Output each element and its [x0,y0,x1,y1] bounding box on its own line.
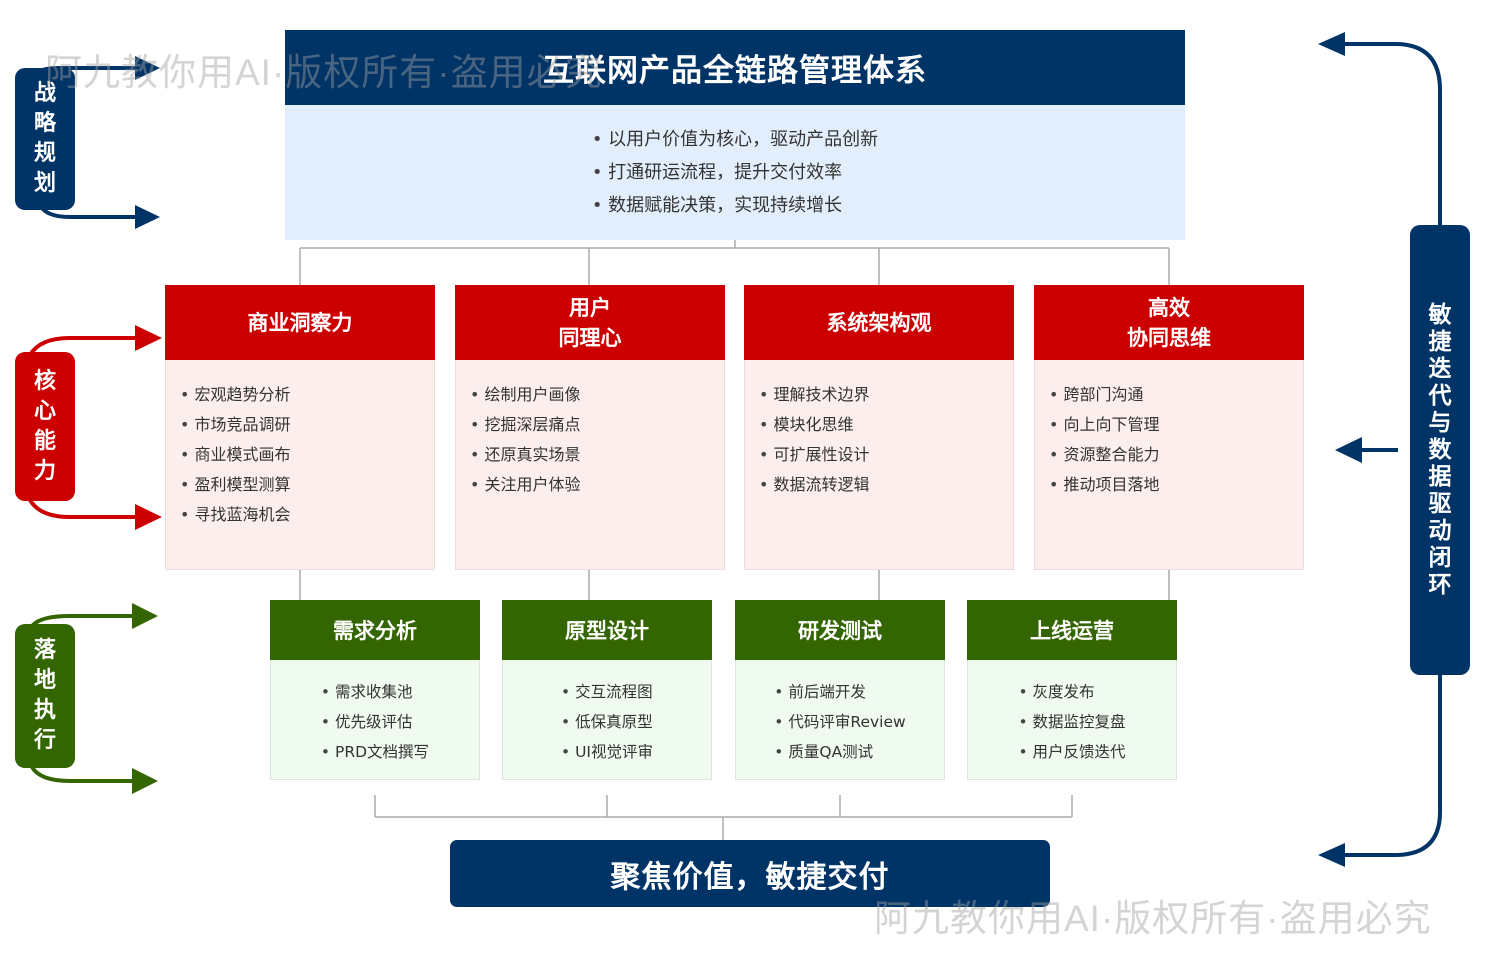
summary-point: 打通研运流程，提升交付效率 [592,156,878,189]
list-item: 需求收集池 [321,677,429,707]
list-item: 交互流程图 [561,677,653,707]
list-item: UI视觉评审 [561,737,653,767]
card-title: 研发测试 [735,600,945,660]
stage-card-requirements: 需求分析 需求收集池 优先级评估 PRD文档撰写 [270,600,480,780]
list-item: 市场竞品调研 [180,410,434,440]
list-item: 推动项目落地 [1049,470,1303,500]
capability-card-collaboration: 高效 协同思维 跨部门沟通 向上向下管理 资源整合能力 推动项目落地 [1034,285,1304,570]
capability-card-user-empathy: 用户 同理心 绘制用户画像 挖掘深层痛点 还原真实场景 关注用户体验 [455,285,725,570]
agile-loop-label: 敏捷迭代与数据驱动闭环 [1410,225,1470,675]
strategy-label: 战略规划 [15,68,75,210]
capability-card-architecture: 系统架构观 理解技术边界 模块化思维 可扩展性设计 数据流转逻辑 [744,285,1014,570]
page-title: 互联网产品全链路管理体系 [285,30,1185,105]
list-item: 商业模式画布 [180,440,434,470]
strategy-label-text: 战略规划 [33,81,56,196]
list-item: 前后端开发 [774,677,905,707]
agile-loop-label-text: 敏捷迭代与数据驱动闭环 [1428,301,1452,598]
list-item: 还原真实场景 [470,440,724,470]
list-item: 优先级评估 [321,707,429,737]
list-item: 跨部门沟通 [1049,380,1303,410]
summary-point: 数据赋能决策，实现持续增长 [592,189,878,222]
card-title: 用户 同理心 [455,285,725,360]
core-capability-label: 核心能力 [15,352,75,501]
list-item: 宏观趋势分析 [180,380,434,410]
card-title: 系统架构观 [744,285,1014,360]
card-title: 高效 协同思维 [1034,285,1304,360]
list-item: 盈利模型测算 [180,470,434,500]
stage-card-prototype: 原型设计 交互流程图 低保真原型 UI视觉评审 [502,600,712,780]
watermark: 阿九教你用AI·版权所有·盗用必究 [874,898,1432,939]
card-title: 商业洞察力 [165,285,435,360]
watermark: 阿九教你用AI·版权所有·盗用必究 [45,52,603,93]
list-item: 数据监控复盘 [1018,707,1126,737]
list-item: 灰度发布 [1018,677,1125,707]
top-summary-panel: 以用户价值为核心，驱动产品创新 打通研运流程，提升交付效率 数据赋能决策，实现持… [285,105,1185,240]
top-summary-list: 以用户价值为核心，驱动产品创新 打通研运流程，提升交付效率 数据赋能决策，实现持… [592,123,878,222]
stage-card-launch-ops: 上线运营 灰度发布 数据监控复盘 用户反馈迭代 [967,600,1177,780]
list-item: 数据流转逻辑 [759,470,1013,500]
list-item: 模块化思维 [759,410,1013,440]
list-item: 挖掘深层痛点 [470,410,724,440]
core-label-text: 核心能力 [33,368,56,484]
list-item: 低保真原型 [561,707,653,737]
list-item: 代码评审Review [774,707,905,737]
card-title: 上线运营 [967,600,1177,660]
card-title: 需求分析 [270,600,480,660]
list-item: 可扩展性设计 [759,440,1013,470]
list-item: 寻找蓝海机会 [180,500,434,530]
list-item: 向上向下管理 [1049,410,1303,440]
card-title: 原型设计 [502,600,712,660]
list-item: 质量QA测试 [774,737,905,767]
capability-card-business: 商业洞察力 宏观趋势分析 市场竞品调研 商业模式画布 盈利模型测算 寻找蓝海机会 [165,285,435,570]
summary-point: 以用户价值为核心，驱动产品创新 [592,123,878,156]
execution-label-text: 落地执行 [33,638,56,753]
list-item: PRD文档撰写 [321,737,429,767]
stage-card-dev-test: 研发测试 前后端开发 代码评审Review 质量QA测试 [735,600,945,780]
list-item: 资源整合能力 [1049,440,1303,470]
execution-label: 落地执行 [15,624,75,768]
bottom-banner: 聚焦价值，敏捷交付 [450,840,1050,907]
list-item: 用户反馈迭代 [1018,737,1126,767]
list-item: 理解技术边界 [759,380,1013,410]
list-item: 绘制用户画像 [470,380,724,410]
list-item: 关注用户体验 [470,470,724,500]
